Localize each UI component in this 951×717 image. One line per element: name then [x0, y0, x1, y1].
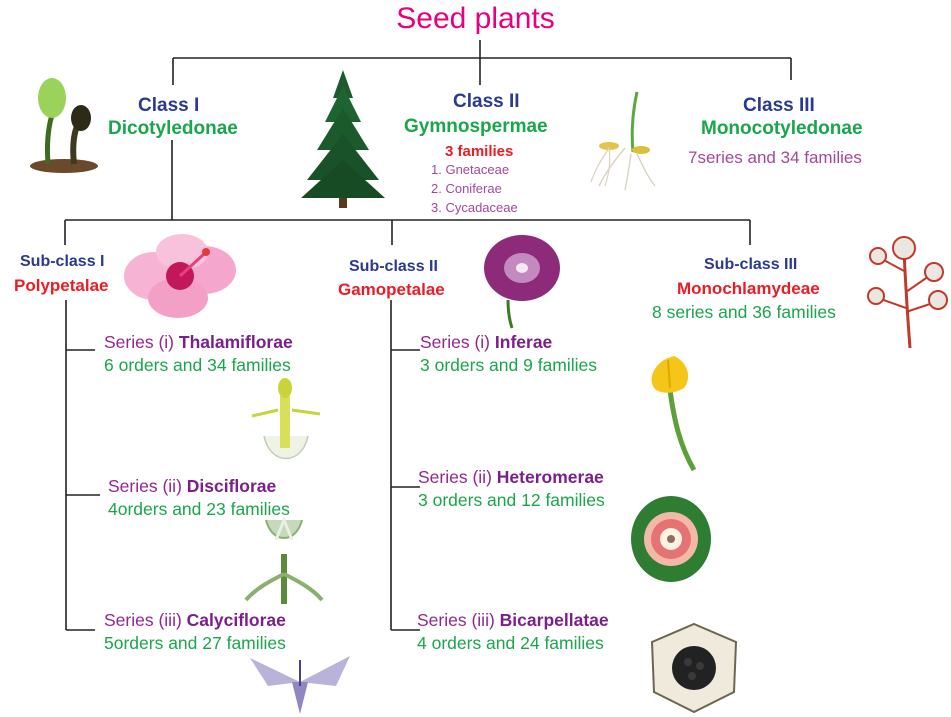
class3-name: Monocotyledonae	[701, 118, 863, 140]
subclass2-label: Sub-class II	[349, 258, 438, 276]
top-connector	[173, 40, 791, 85]
subclass1-label: Sub-class I	[20, 253, 104, 271]
class2-label: Class II	[453, 91, 520, 113]
class2-name: Gymnospermae	[404, 116, 548, 138]
gamo-series-3-detail: 4 orders and 24 families	[417, 633, 604, 653]
poly-series-1: Series (i) Thalamiflorae	[104, 332, 293, 352]
diagram-title: Seed plants	[0, 2, 951, 37]
class3-label: Class III	[743, 95, 815, 117]
morning-glory-image	[478, 232, 568, 330]
dicot-seedling-image	[26, 76, 104, 174]
disciflorae-flower-image	[242, 514, 326, 606]
gamo-series-2-detail: 3 orders and 12 families	[418, 490, 605, 510]
bicarpellatae-fruit-image	[650, 622, 738, 714]
poly-series-3: Series (iii) Calyciflorae	[104, 610, 286, 630]
class2-family-2: 2. Coniferae	[431, 182, 502, 197]
subclass3-label: Sub-class III	[704, 256, 797, 274]
gamo-series-1: Series (i) Inferae	[420, 332, 552, 352]
polypetalae-connector	[66, 300, 100, 630]
class2-family-3: 3. Cycadaceae	[431, 201, 518, 216]
class2-summary: 3 families	[445, 143, 513, 160]
gamo-series-2: Series (ii) Heteromerae	[418, 467, 604, 487]
heteromerae-fruit-image	[630, 494, 712, 584]
subclass1-name: Polypetalae	[14, 276, 109, 296]
gamopetalae-connector	[391, 300, 420, 630]
class3-summary: 7series and 34 families	[688, 148, 862, 168]
gamo-series-1-detail: 3 orders and 9 families	[420, 355, 597, 375]
poly-series-1-detail: 6 orders and 34 families	[104, 355, 291, 375]
monochlamydeae-flower-image	[866, 232, 950, 350]
thalamiflorae-flower-image	[250, 376, 322, 468]
class1-name: Dicotyledonae	[108, 118, 238, 140]
subclass3-name: Monochlamydeae	[677, 279, 820, 299]
calyciflorae-flower-image	[248, 652, 352, 716]
poly-series-3-detail: 5orders and 27 families	[104, 633, 286, 653]
gamo-series-3: Series (iii) Bicarpellatae	[417, 610, 609, 630]
inferae-flower-image	[640, 350, 704, 474]
poly-series-2: Series (ii) Disciflorae	[108, 476, 276, 496]
hibiscus-flower-image	[118, 232, 246, 322]
subclass3-summary: 8 series and 36 families	[652, 302, 836, 322]
class2-family-1: 1. Gnetaceae	[431, 163, 509, 178]
class1-label: Class I	[138, 95, 199, 117]
monocot-seedling-image	[585, 90, 667, 194]
subclass2-name: Gamopetalae	[338, 280, 445, 300]
conifer-tree-image	[297, 68, 389, 210]
